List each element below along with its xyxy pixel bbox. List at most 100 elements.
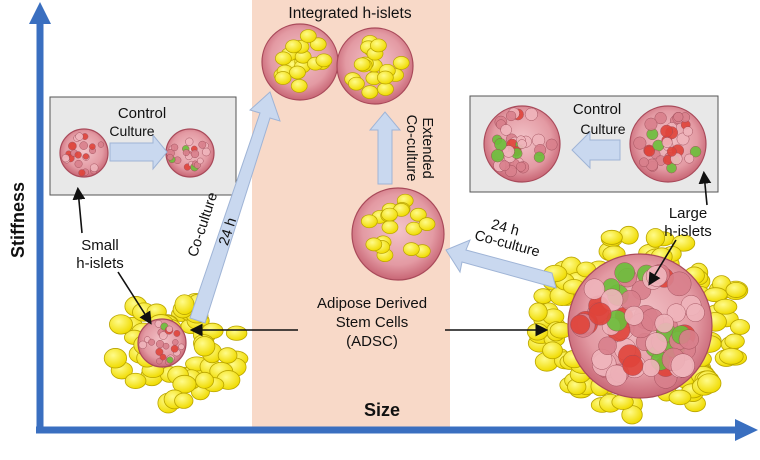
integrated-islet-right-adsc	[370, 38, 387, 53]
small-islet-coculture-cell	[172, 339, 179, 346]
large-islet-coculture-cell	[686, 303, 705, 322]
integrated-islet-left	[261, 23, 339, 101]
small-islet-coculture-cell	[173, 330, 181, 337]
control-right-label: Control	[573, 101, 621, 118]
control-left-islet-after	[165, 128, 215, 178]
control-right-islet-after-cell	[490, 149, 505, 163]
control-left-islet-before-cell	[97, 141, 105, 148]
control-left-islet-before-cell	[74, 151, 82, 159]
control-left-islet-before-cell	[79, 141, 88, 150]
control-right-islet-before-cell	[666, 146, 677, 157]
integrated-islet-right	[336, 27, 414, 105]
large-pointer-up	[698, 170, 712, 206]
control-right-islet-before-cell	[633, 136, 647, 150]
small-pointer-up	[72, 186, 86, 234]
integrated-islet-center-adsc	[381, 220, 399, 235]
integrated-islet-left-adsc	[309, 37, 327, 52]
control-right-islet-before	[629, 105, 707, 183]
control-left-islet-before	[59, 128, 109, 178]
control-left-islet-before-cell	[75, 132, 84, 141]
large-islet-coculture	[567, 253, 713, 399]
small-adsc-cluster-cell	[174, 294, 195, 315]
large-islet-coculture-cell	[588, 302, 612, 326]
small-islet-coculture-cell	[148, 338, 155, 346]
small-islet-coculture-cell	[155, 347, 164, 356]
control-left-islet-before-cell	[78, 169, 86, 177]
large-islets-label-2: h-islets	[664, 223, 712, 240]
y-axis-arrowhead	[29, 2, 51, 24]
integrated-islet-left-adsc	[290, 79, 308, 93]
small-adsc-cluster-cell	[103, 348, 128, 369]
control-right-islet-after-cell	[545, 138, 558, 151]
right-24h-label: 24 h	[489, 217, 520, 240]
small-adsc-cluster-cell	[217, 347, 238, 364]
control-left-islet-before-cell	[89, 143, 96, 150]
integrated-islet-center-adsc	[360, 214, 378, 229]
large-islet-coculture-cell	[642, 359, 660, 377]
culture-arrow-left	[109, 133, 168, 171]
control-right-islet-before-cell	[682, 126, 693, 137]
control-right-islet-after-cell	[500, 124, 512, 136]
control-left-islet-before-cell	[74, 159, 83, 168]
control-right-islet-after-cell	[499, 160, 510, 171]
large-adsc-cluster-cell	[600, 229, 623, 245]
small-islet-coculture-cell	[170, 344, 179, 353]
large-pointer-down	[648, 239, 677, 286]
integrated-islet-center	[351, 187, 445, 281]
small-islet-coculture-cell	[165, 325, 173, 333]
control-right-islet-after-cell	[524, 107, 538, 121]
integrated-islet-center-adsc	[381, 207, 398, 222]
integrated-islet-left-adsc	[275, 51, 292, 66]
small-adsc-cluster-cell	[195, 371, 214, 389]
large-adsc-cluster-cell	[730, 319, 750, 335]
integrated-islets-label: Integrated h-islets	[288, 5, 411, 22]
extended-coculture-label: Co-culture	[403, 115, 419, 182]
integrated-islet-right-adsc	[353, 57, 371, 72]
large-adsc-cluster-cell	[528, 302, 548, 322]
culture-arrow-right	[571, 130, 621, 170]
control-left-islet-after-cell	[201, 147, 211, 157]
control-right-islet-after-cell	[517, 139, 527, 150]
control-right-islet-after-cell	[494, 138, 507, 151]
control-right-islet-before-cell	[644, 117, 658, 131]
control-left-islet-before-cell	[82, 153, 90, 160]
large-islet-coculture-cell	[670, 353, 695, 378]
large-adsc-cluster-cell	[724, 333, 745, 349]
small-islet-coculture-cell	[155, 339, 165, 349]
islet-groups	[59, 23, 750, 425]
control-right-islet-before-cell	[684, 153, 695, 164]
large-islet-coculture-cell	[622, 354, 644, 376]
control-left-islet-after-cell	[182, 149, 190, 157]
small-islets-label-1: Small	[81, 237, 119, 254]
coculture-arrow-right	[445, 239, 557, 289]
control-left-islet-after-cell	[198, 140, 207, 149]
large-islet-coculture-cell	[666, 271, 692, 297]
integrated-islet-left-adsc	[289, 65, 306, 80]
small-islet-coculture-cell	[159, 353, 167, 361]
control-right-islet-after-cell	[505, 110, 517, 122]
large-islet-coculture-cell	[645, 265, 668, 287]
integrated-islet-center-adsc	[365, 237, 383, 252]
control-right-islet-after-cell	[516, 161, 527, 172]
large-adsc-cluster-cell	[668, 389, 692, 406]
small-islet-coculture-cell	[159, 331, 168, 340]
small-pointer-down	[117, 271, 152, 325]
control-left-islet-after-cell	[185, 137, 194, 146]
large-adsc-cluster-cell	[719, 347, 744, 365]
control-right-islet-before-cell	[643, 145, 655, 157]
extended-coculture-arrow	[368, 111, 402, 185]
control-right-islet-after	[483, 105, 561, 183]
integrated-islet-center-adsc	[403, 242, 420, 256]
large-islet-coculture-cell	[645, 332, 668, 355]
x-axis-label: Size	[364, 400, 400, 420]
culture-left-label: Culture	[109, 123, 154, 139]
large-adsc-cluster-cell	[697, 373, 722, 394]
integrated-islet-left-adsc	[285, 39, 302, 54]
control-left-islet-before-cell	[61, 154, 70, 163]
large-islet-coculture-cell	[654, 313, 674, 334]
integrated-islet-right-adsc	[376, 70, 394, 85]
x-axis-arrowhead	[735, 419, 758, 441]
large-adsc-cluster-cell	[542, 341, 563, 360]
